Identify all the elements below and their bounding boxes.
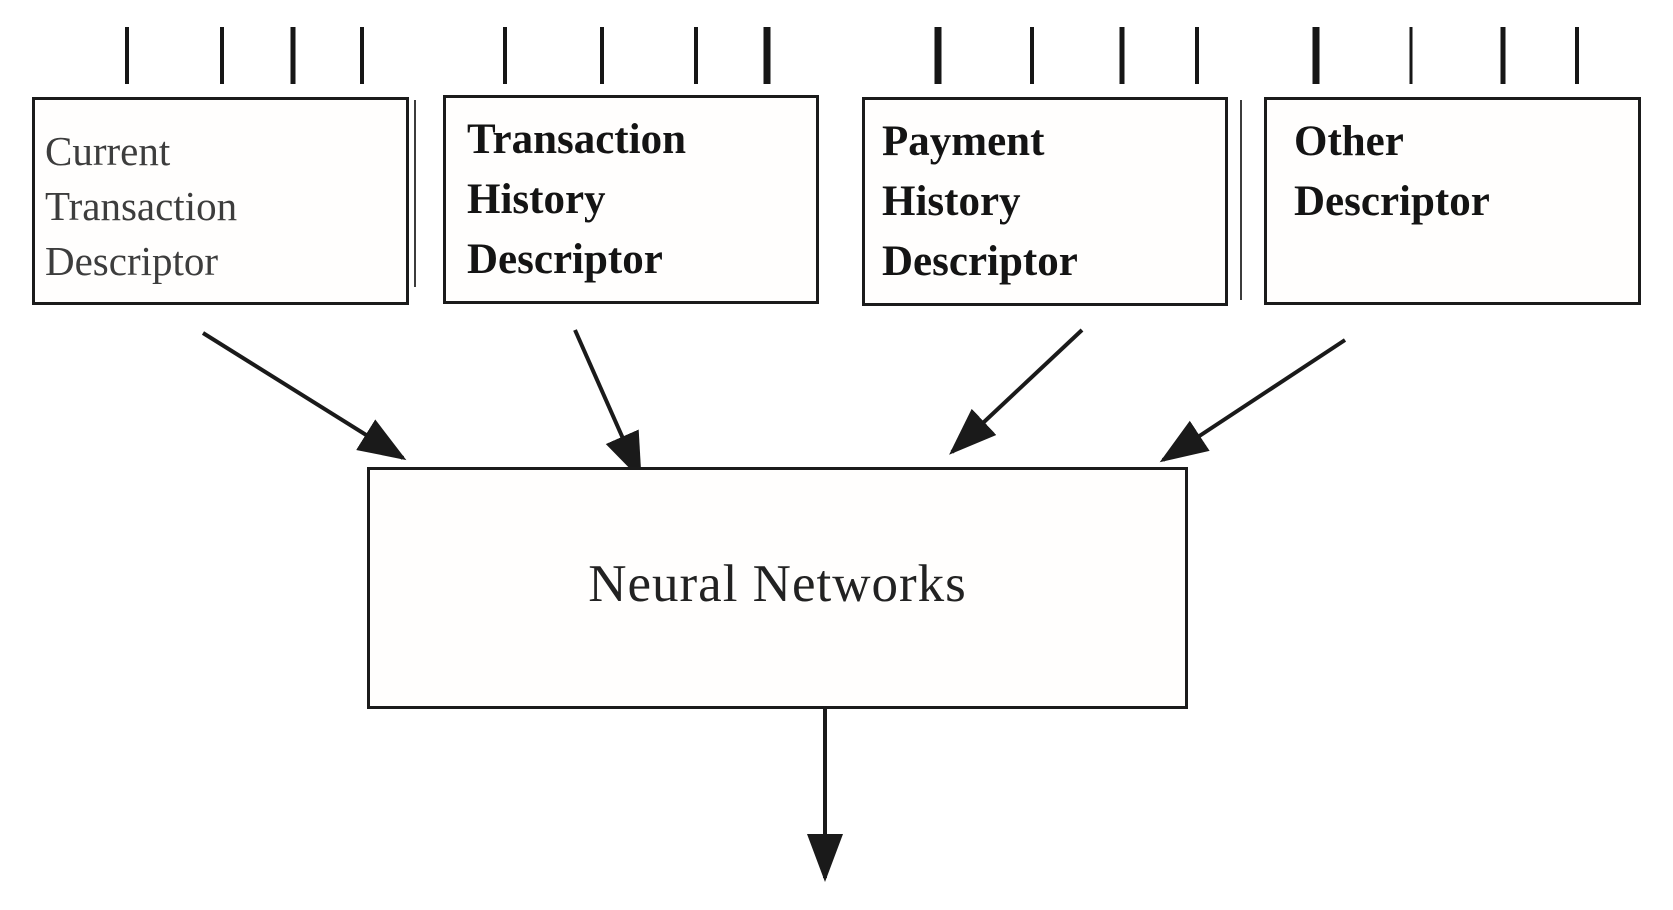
- node-payment-history-descriptor: Payment History Descriptor: [862, 97, 1228, 306]
- arrow-payment-to-neural-networks: [949, 328, 1084, 455]
- node-current-transaction-descriptor: Current Transaction Descriptor: [32, 97, 409, 305]
- arrow-transaction-to-neural-networks: [573, 329, 642, 481]
- input-tick-marks-transaction: [503, 27, 771, 84]
- node-neural-networks: Neural Networks: [367, 467, 1188, 709]
- node-other-descriptor: Other Descriptor: [1264, 97, 1641, 305]
- node-label: Neural Networks: [588, 555, 967, 613]
- input-tick-marks-current: [125, 27, 364, 84]
- arrow-current-to-neural-networks: [201, 331, 407, 461]
- arrow-other-to-neural-networks: [1159, 338, 1347, 463]
- node-transaction-history-descriptor: Transaction History Descriptor: [443, 95, 819, 304]
- node-label: Payment History Descriptor: [882, 118, 1078, 285]
- node-label: Transaction History Descriptor: [467, 116, 686, 283]
- input-tick-marks-other: [1312, 27, 1579, 84]
- node-label: Other Descriptor: [1294, 118, 1490, 225]
- input-tick-marks-payment: [934, 27, 1199, 84]
- node-label: Current Transaction Descriptor: [45, 128, 238, 284]
